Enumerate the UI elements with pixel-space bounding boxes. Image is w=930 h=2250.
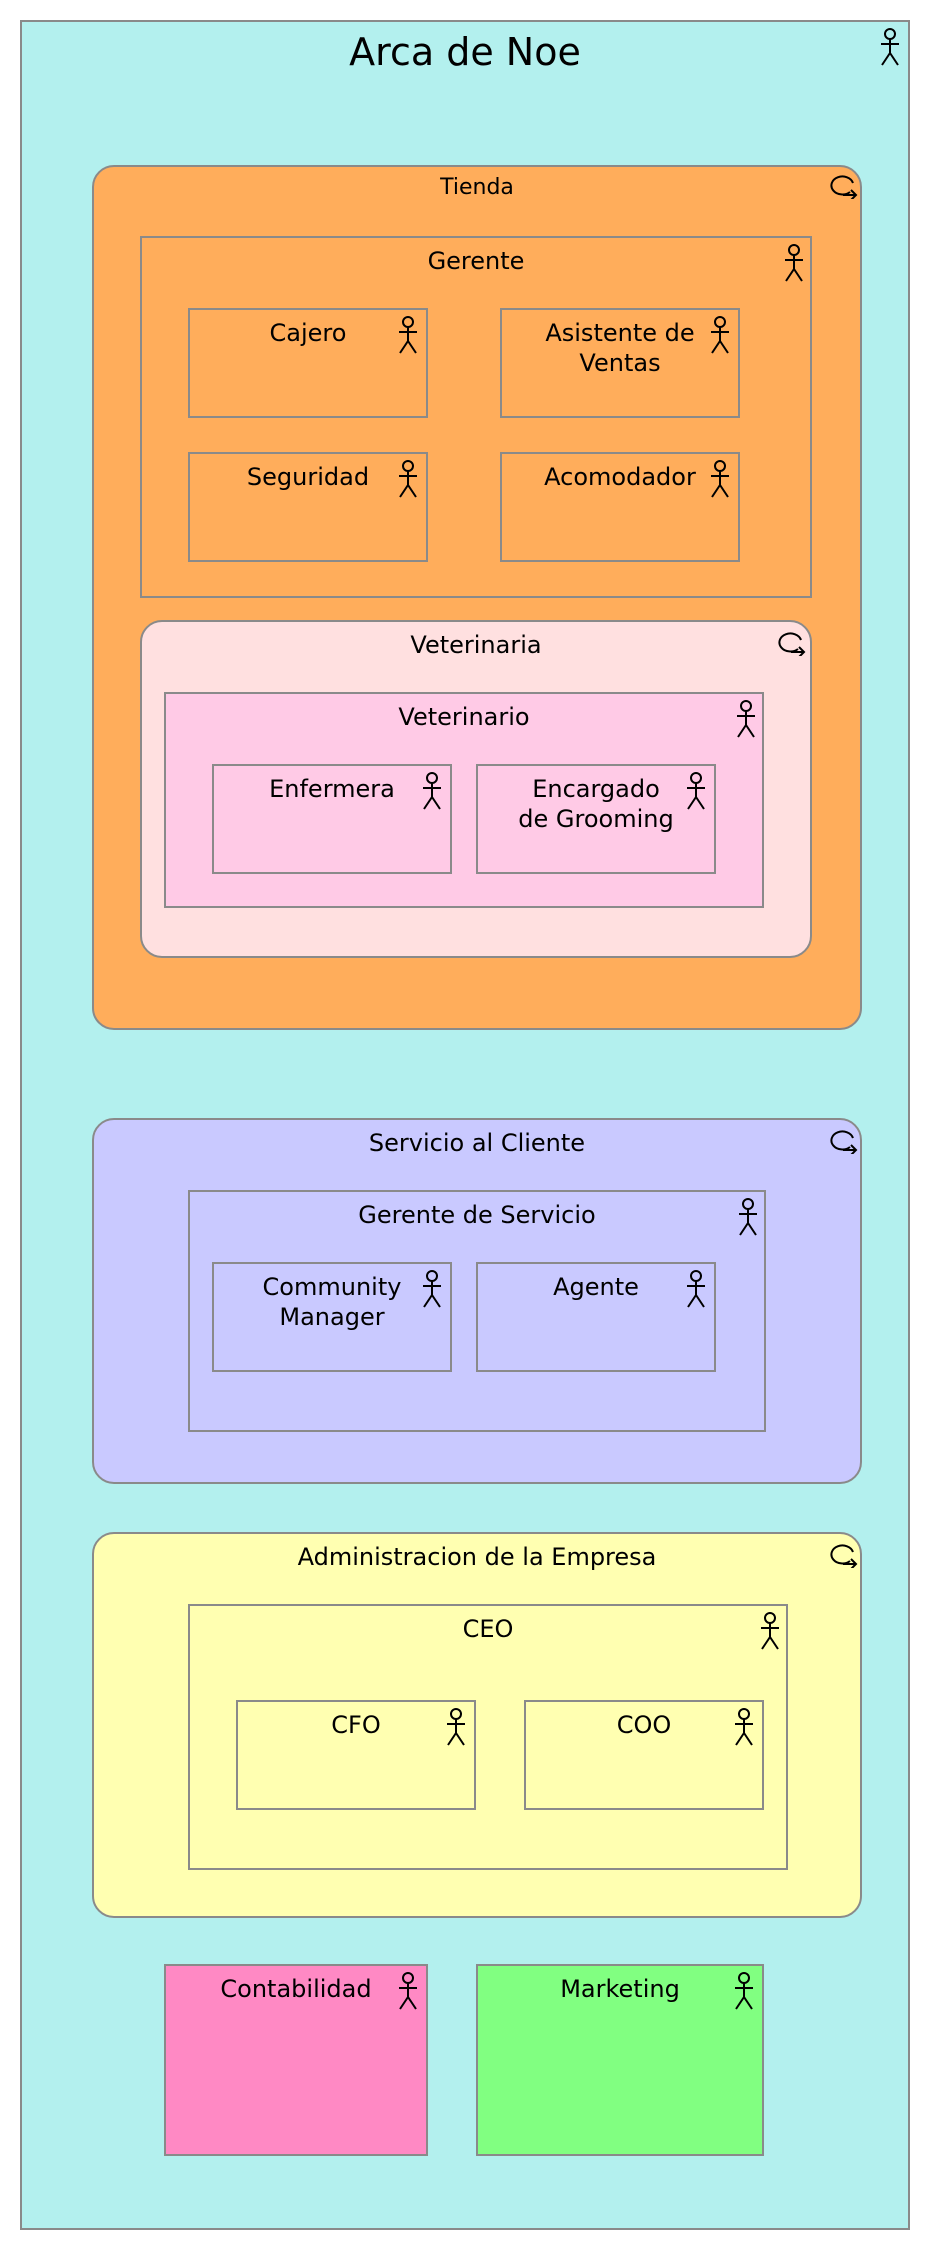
actor-icon	[686, 772, 706, 810]
grooming-label: Encargado de Grooming	[518, 775, 674, 833]
business-service-icon	[828, 175, 858, 199]
diagram-title: Arca de Noe	[349, 30, 581, 74]
enfermera-actor: Enfermera	[212, 764, 452, 874]
marketing-label: Marketing	[560, 1975, 680, 2003]
contabilidad-label: Contabilidad	[220, 1975, 372, 2003]
community-manager-actor: Community Manager	[212, 1262, 452, 1372]
actor-icon	[784, 244, 804, 282]
veterinario-label: Veterinario	[398, 703, 530, 731]
actor-icon	[398, 460, 418, 498]
servicio-cliente-label: Servicio al Cliente	[368, 1129, 586, 1157]
community-manager-label: Community Manager	[262, 1273, 402, 1331]
gerente-label: Gerente	[427, 247, 525, 275]
actor-icon	[398, 1972, 418, 2010]
grooming-actor: Encargado de Grooming	[476, 764, 716, 874]
gerente-servicio-label: Gerente de Servicio	[358, 1201, 596, 1229]
administracion-label: Administracion de la Empresa	[297, 1543, 657, 1571]
cfo-label: CFO	[331, 1711, 381, 1739]
seguridad-label: Seguridad	[246, 463, 370, 491]
enfermera-label: Enfermera	[269, 775, 395, 803]
marketing-actor: Marketing	[476, 1964, 764, 2156]
actor-icon	[734, 1708, 754, 1746]
actor-icon	[880, 28, 900, 66]
business-service-icon	[828, 1544, 858, 1568]
actor-icon	[398, 316, 418, 354]
cajero-label: Cajero	[269, 319, 347, 347]
coo-label: COO	[616, 1711, 672, 1739]
actor-icon	[422, 1270, 442, 1308]
acomodador-label: Acomodador	[544, 463, 696, 491]
actor-icon	[710, 460, 730, 498]
business-service-icon	[776, 632, 806, 656]
actor-icon	[422, 772, 442, 810]
cfo-actor: CFO	[236, 1700, 476, 1810]
actor-icon	[734, 1972, 754, 2010]
agente-label: Agente	[553, 1273, 639, 1301]
seguridad-actor: Seguridad	[188, 452, 428, 562]
actor-icon	[446, 1708, 466, 1746]
coo-actor: COO	[524, 1700, 764, 1810]
cajero-actor: Cajero	[188, 308, 428, 418]
actor-icon	[736, 700, 756, 738]
actor-icon	[760, 1612, 780, 1650]
tienda-label: Tienda	[440, 175, 514, 200]
actor-icon	[686, 1270, 706, 1308]
actor-icon	[738, 1198, 758, 1236]
acomodador-actor: Acomodador	[500, 452, 740, 562]
contabilidad-actor: Contabilidad	[164, 1964, 428, 2156]
agente-actor: Agente	[476, 1262, 716, 1372]
ceo-label: CEO	[462, 1615, 514, 1643]
business-service-icon	[828, 1130, 858, 1154]
asistente-ventas-actor: Asistente de Ventas	[500, 308, 740, 418]
actor-icon	[710, 316, 730, 354]
asistente-ventas-label: Asistente de Ventas	[545, 319, 695, 377]
veterinaria-label: Veterinaria	[410, 631, 542, 659]
